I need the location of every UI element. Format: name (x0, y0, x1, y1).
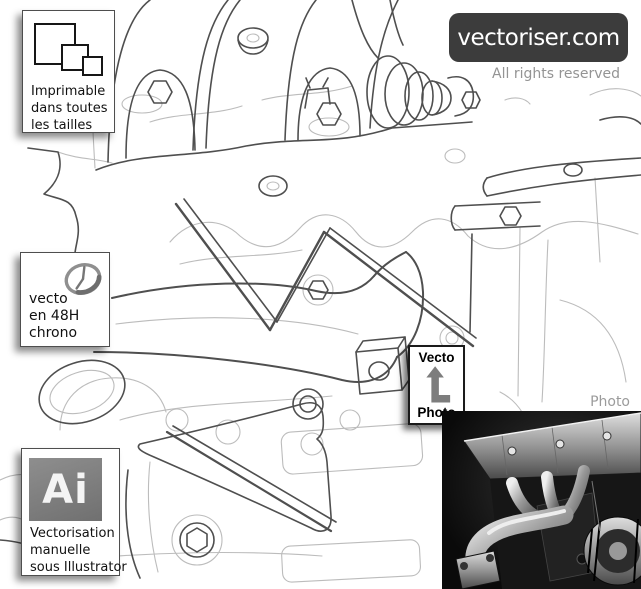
clock-icon (64, 262, 102, 296)
conversion-top-label: Vecto (418, 350, 455, 365)
badge-printable-line3: les tailles (31, 118, 93, 133)
engine-photo-image (442, 411, 641, 589)
photo-caption: Photo (590, 394, 630, 410)
site-name: vectoriser.com (457, 24, 620, 51)
badge-printable-line1: Imprimable (31, 84, 106, 99)
turn-up-arrow-icon (425, 366, 450, 403)
badge-turnaround-line3: chrono (29, 325, 78, 341)
illustrator-logo-text: Ai (42, 466, 89, 513)
badge-turnaround-text: vecto en 48H chrono (29, 291, 79, 342)
square-small (82, 56, 103, 76)
engine-photo (442, 411, 641, 589)
badge-turnaround-line1: vecto (29, 291, 68, 307)
site-name-panel[interactable]: vectoriser.com (449, 13, 628, 62)
badge-illustrator-line3: sous Illustrator (30, 560, 127, 575)
lineart-secondary-lines (0, 33, 641, 583)
illustrator-logo-icon: Ai (29, 458, 102, 521)
badge-illustrator-text: Vectorisation manuelle sous Illustrator (30, 525, 127, 576)
badge-turnaround: vecto en 48H chrono (20, 252, 110, 347)
badge-illustrator: Ai Vectorisation manuelle sous Illustrat… (21, 448, 127, 576)
badge-illustrator-line1: Vectorisation (30, 526, 115, 541)
badge-printable: Imprimable dans toutes les tailles (22, 10, 115, 133)
badge-printable-line2: dans toutes (31, 101, 108, 116)
badge-printable-text: Imprimable dans toutes les tailles (31, 83, 108, 134)
rights-text: All rights reserved (492, 66, 620, 82)
badge-conversion: Vecto Photo (408, 345, 465, 425)
badge-turnaround-line2: en 48H (29, 308, 80, 324)
badge-illustrator-line2: manuelle (30, 543, 91, 558)
